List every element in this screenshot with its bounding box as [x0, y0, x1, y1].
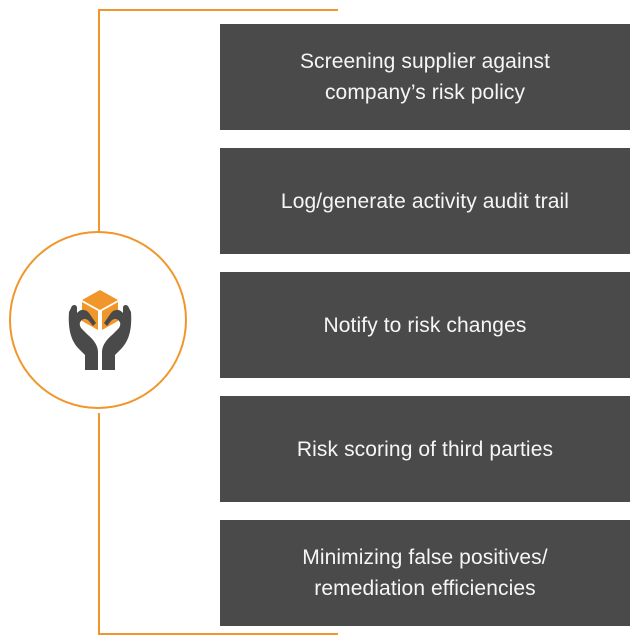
bracket-top-line	[98, 9, 338, 11]
item-label: Risk scoring of third parties	[296, 437, 554, 461]
item-label: Screening supplier against company’s ris…	[299, 50, 551, 104]
item-box-activity-audit-trail: Log/generate activity audit trail	[220, 148, 630, 254]
hands-holding-box-icon	[68, 290, 132, 370]
item-label: Minimizing false positives/ remediation …	[302, 546, 548, 600]
item-box-risk-changes: Notify to risk changes	[220, 272, 630, 378]
bracket-vertical-line-upper	[98, 9, 100, 231]
item-box-screening-supplier: Screening supplier against company’s ris…	[220, 24, 630, 130]
item-box-risk-scoring: Risk scoring of third parties	[220, 396, 630, 502]
item-box-false-positives: Minimizing false positives/ remediation …	[220, 520, 630, 626]
icon-circle	[9, 231, 187, 409]
bracket-bottom-line	[98, 633, 338, 635]
bracket-vertical-line-lower	[98, 413, 100, 635]
item-label: Log/generate activity audit trail	[280, 189, 570, 213]
item-label: Notify to risk changes	[323, 313, 527, 337]
